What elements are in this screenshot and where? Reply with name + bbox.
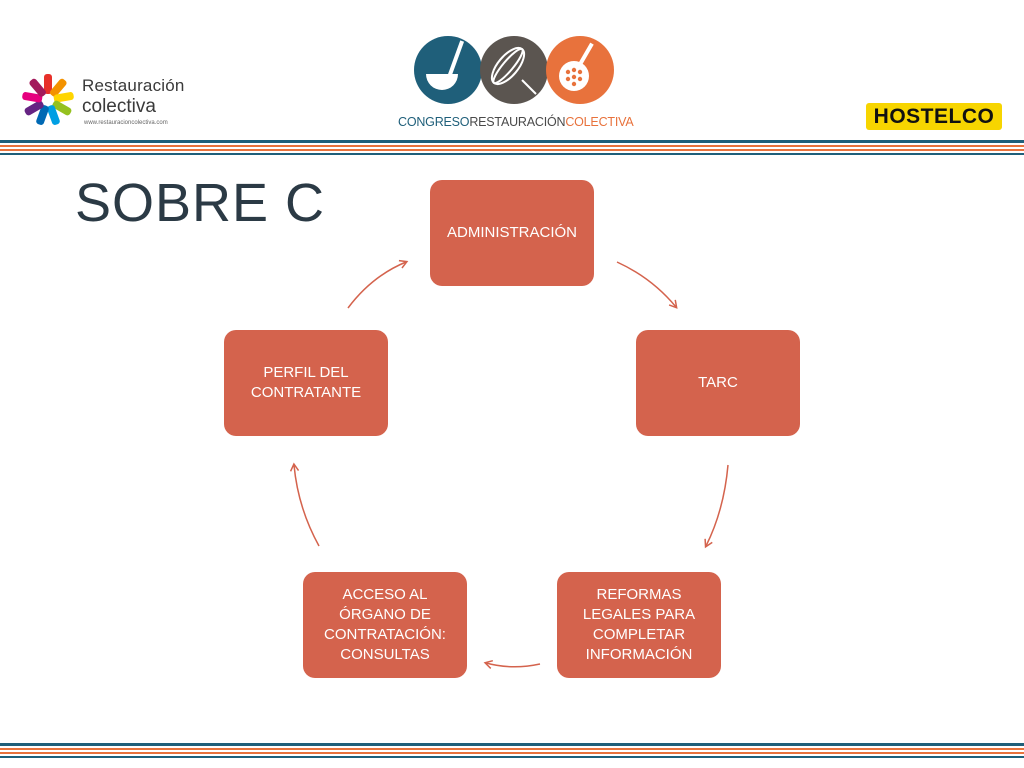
node-tarc: TARC (636, 330, 800, 436)
arrow-reformas-to-acceso (483, 659, 541, 669)
node-label: ACCESO AL ÓRGANO DE CONTRATACIÓN: CONSUL… (324, 586, 446, 663)
arrow-tarc-to-reformas (704, 464, 729, 549)
footer-stripe-teal-2 (0, 756, 1024, 758)
wordmark-part-2: RESTAURACIÓN (469, 115, 566, 129)
hostelco-text: HOSTELCO (873, 104, 995, 128)
footer-stripe-orange (0, 748, 1024, 750)
logo-title: Restauración (82, 76, 185, 95)
node-perfil-contratante: PERFIL DEL CONTRATANTE (224, 330, 388, 436)
arrow-perfil-to-admin (347, 259, 409, 309)
node-label: REFORMAS LEGALES PARA COMPLETAR INFORMAC… (582, 586, 696, 663)
header-stripe-orange-2 (0, 149, 1024, 151)
logo-subtitle: colectiva (82, 96, 156, 117)
footer-stripe-teal (0, 743, 1024, 746)
node-reformas-legales: REFORMAS LEGALES PARA COMPLETAR INFORMAC… (557, 572, 721, 678)
node-acceso-organo: ACCESO AL ÓRGANO DE CONTRATACIÓN: CONSUL… (303, 572, 467, 678)
header-stripe-teal-2 (0, 153, 1024, 155)
footer-stripe-orange-2 (0, 752, 1024, 754)
node-label: PERFIL DEL CONTRATANTE (250, 364, 362, 401)
wordmark-part-3: COLECTIVA (565, 115, 634, 129)
wordmark-part-1: CONGRESO (398, 115, 470, 129)
logo-url: www.restauracioncolectiva.com (84, 120, 168, 126)
utensils-logo-icon (414, 36, 614, 104)
congreso-wordmark: CONGRESORESTAURACIÓNCOLECTIVA (398, 115, 634, 129)
hostelco-logo: HOSTELCO (866, 103, 1002, 130)
header-stripe-orange (0, 145, 1024, 147)
header-stripe-teal (0, 140, 1024, 143)
node-administracion: ADMINISTRACIÓN (430, 180, 594, 286)
slide-title: SOBRE C (75, 173, 326, 233)
restauracion-colectiva-logo: Restauración colectiva www.restauracionc… (18, 68, 184, 132)
arrow-admin-to-tarc (616, 261, 678, 309)
node-label: ADMINISTRACIÓN (446, 224, 577, 241)
congreso-logo: CONGRESORESTAURACIÓNCOLECTIVA (396, 32, 638, 132)
flower-logo-icon (22, 74, 74, 125)
arrow-acceso-to-perfil (289, 462, 320, 547)
node-label: TARC (698, 374, 738, 391)
